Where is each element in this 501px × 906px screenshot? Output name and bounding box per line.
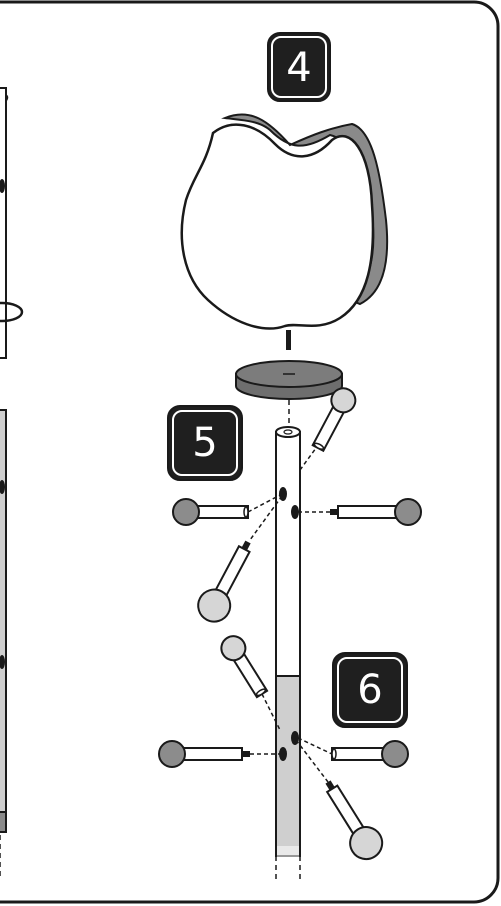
step-4-label: 4 xyxy=(286,45,311,91)
step-6-badge: 6 xyxy=(332,652,408,728)
step-4-badge: 4 xyxy=(267,32,331,102)
cushion-screw xyxy=(286,330,291,350)
peg-step6-left xyxy=(158,740,282,768)
peg-step6-right xyxy=(297,737,409,768)
previous-pole xyxy=(0,87,24,880)
pole-ring xyxy=(0,301,24,323)
peg-lower-left xyxy=(197,495,283,623)
step-5-badge: 5 xyxy=(167,405,243,481)
peg-left xyxy=(172,493,283,526)
pole-hole xyxy=(291,505,299,519)
main-pole xyxy=(275,426,301,880)
step-5-label: 5 xyxy=(192,420,217,466)
cushion-pad xyxy=(180,113,389,350)
step-6-label: 6 xyxy=(357,667,382,713)
base-disc xyxy=(235,360,343,400)
pole-hole xyxy=(279,747,287,761)
peg-upper-right xyxy=(299,387,357,471)
peg-step6-upper-left xyxy=(220,635,281,731)
peg-right xyxy=(298,498,422,526)
peg-step6-lower-right xyxy=(295,739,384,861)
